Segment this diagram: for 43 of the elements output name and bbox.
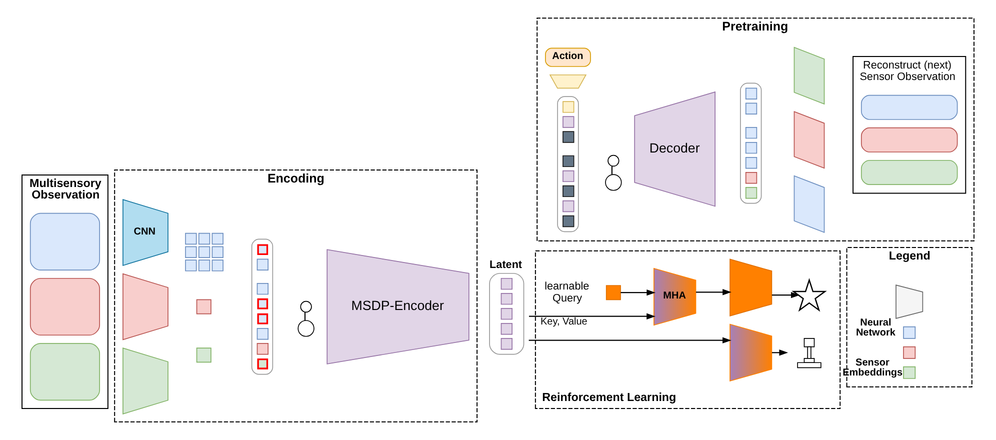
node-trapezoid (730, 258, 772, 316)
node-box (903, 346, 916, 359)
arrow (528, 313, 656, 320)
node-parallelogram (794, 175, 825, 234)
node-label: learnable Query (544, 280, 590, 304)
connector (611, 166, 612, 174)
node-box (903, 326, 916, 339)
node-circle (608, 154, 620, 167)
edge-label: Key, Value (540, 316, 588, 328)
cluster: Reconstruct (next) Sensor Observation (852, 56, 966, 194)
node-box: MSDP-Encoder (326, 249, 470, 364)
connector (304, 312, 306, 320)
node-trapezoid (549, 74, 587, 89)
node-trapezoid (122, 273, 168, 340)
node-trapezoid (896, 284, 924, 319)
arrow (528, 337, 732, 344)
node-label: Latent (490, 258, 522, 271)
node-box (860, 127, 958, 152)
node-box (860, 94, 958, 120)
node-circle (298, 320, 314, 337)
node-box (30, 278, 100, 336)
node-box (860, 160, 958, 185)
node-circle (300, 300, 312, 313)
node-label: Neural Network (856, 318, 896, 339)
node-box (606, 285, 621, 300)
node-box (903, 366, 916, 379)
node-trapezoid (730, 324, 772, 382)
arrow (620, 289, 656, 296)
node-box (196, 348, 212, 363)
node-box: Decoder (634, 91, 716, 207)
node-box: MHA (654, 268, 696, 326)
node-trapezoid (122, 347, 168, 414)
node-circle (605, 174, 622, 191)
arrow (772, 292, 800, 298)
arrow (696, 289, 732, 296)
node-box (30, 212, 100, 270)
node-box: Action (545, 48, 591, 67)
node-box (30, 343, 100, 401)
node-box (196, 299, 212, 314)
node-box: CNN (122, 199, 168, 266)
cluster: Multisensory Observation (22, 174, 108, 410)
node-parallelogram (794, 111, 825, 169)
node-parallelogram (794, 46, 825, 105)
